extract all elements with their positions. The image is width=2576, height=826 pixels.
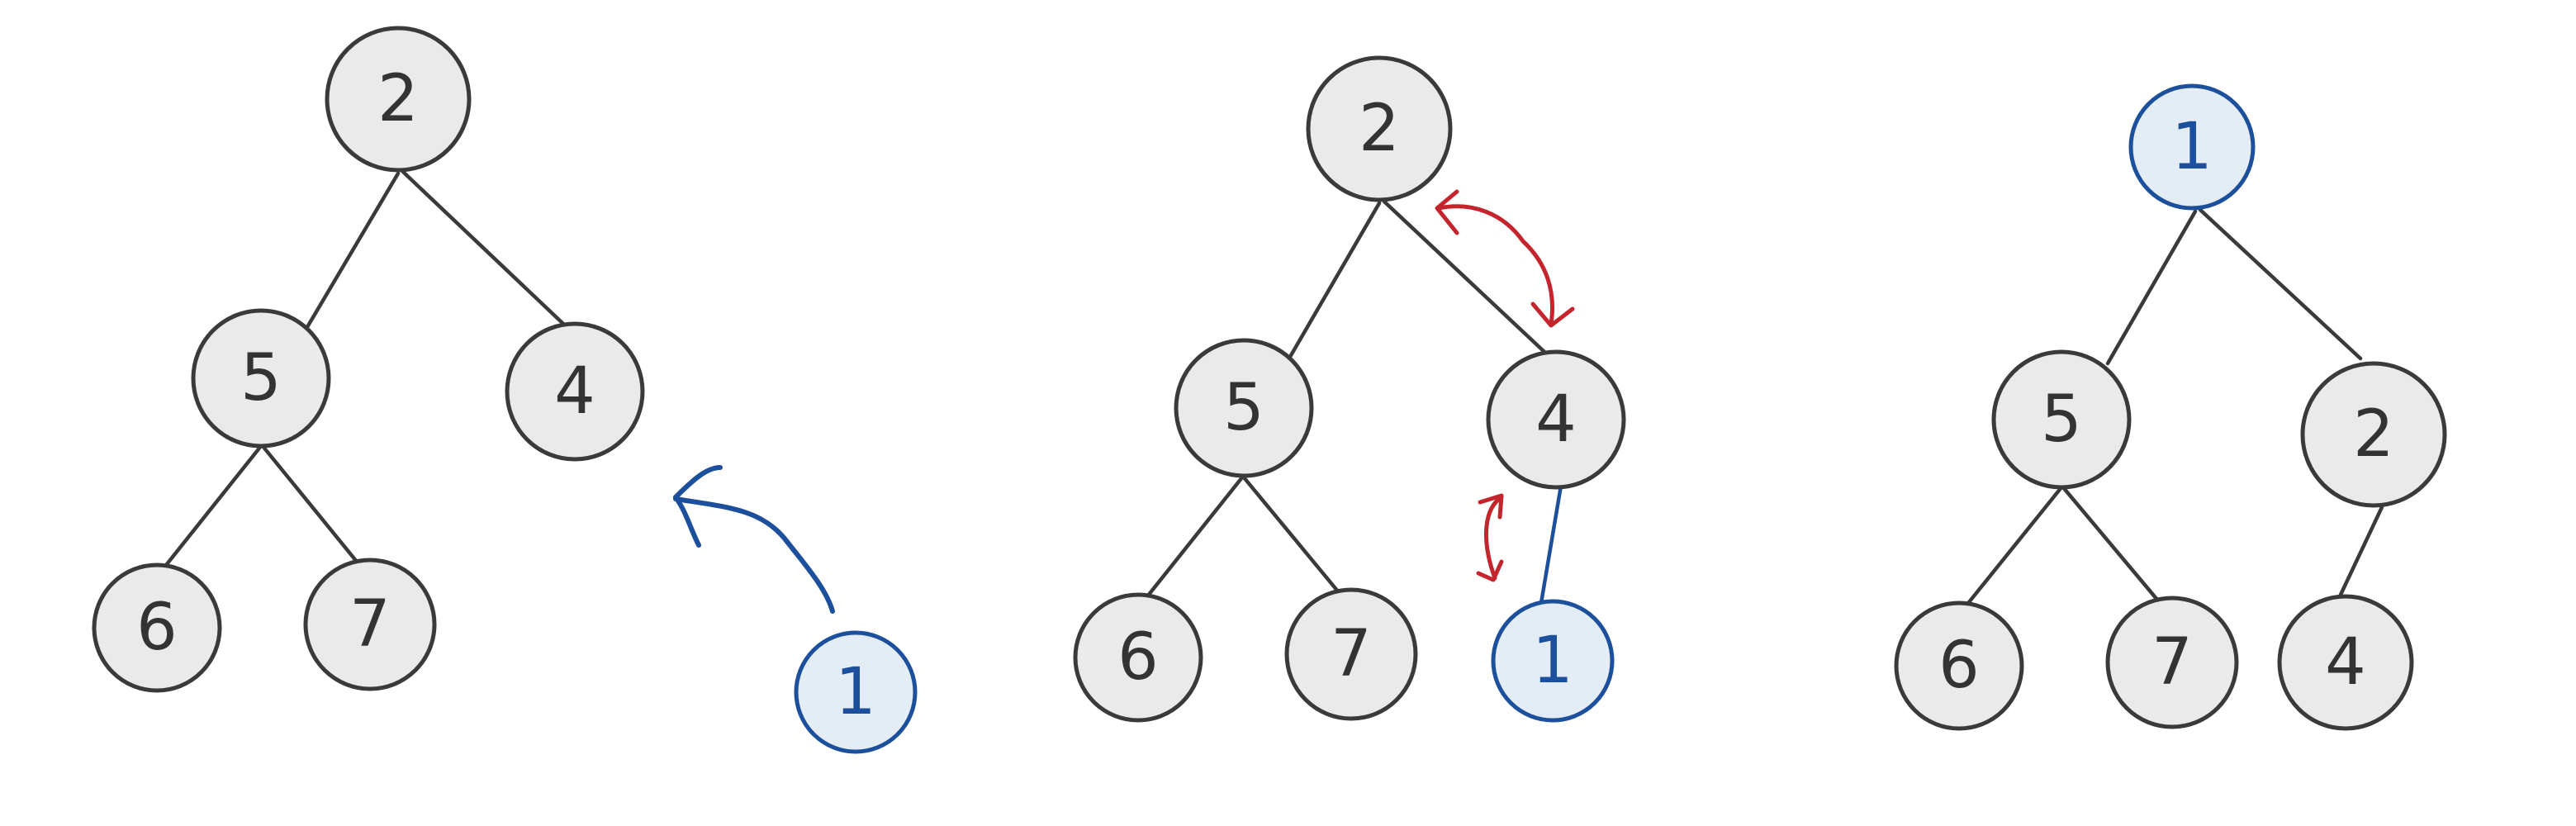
node-label: 6 — [136, 591, 178, 665]
tree-node: 6 — [92, 563, 222, 693]
tree-node: 6 — [1073, 592, 1203, 723]
tree-node: 6 — [1894, 601, 2024, 731]
incoming-node: 1 — [794, 630, 918, 754]
node-label: 5 — [240, 341, 282, 415]
swap-arrow-icon — [1476, 493, 1504, 582]
edge-5-7 — [260, 444, 359, 564]
node-label: 5 — [1223, 371, 1264, 445]
node-label: 4 — [2325, 625, 2366, 700]
tree-node: 7 — [1284, 587, 1418, 721]
tree-node: 4 — [1486, 349, 1626, 490]
node-label: 7 — [2151, 625, 2193, 700]
panel-after-insert: 2 5 4 6 7 1 — [1073, 55, 1626, 723]
edge-2-4 — [2338, 505, 2384, 597]
tree-node: 4 — [2277, 594, 2414, 731]
node-label: 4 — [554, 354, 595, 429]
node-label: 1 — [1532, 624, 1573, 698]
edge-5-6 — [161, 444, 263, 571]
edge-1-5 — [2105, 209, 2198, 366]
node-label: 1 — [2171, 110, 2213, 184]
insert-arrow-icon — [673, 465, 835, 614]
edge-5-7 — [1241, 475, 1340, 594]
edge-2-4 — [401, 169, 566, 326]
node-label: 6 — [1938, 629, 1980, 703]
tree-node: 2 — [325, 26, 472, 173]
node-label: 7 — [349, 587, 391, 662]
edge-5-6 — [1963, 485, 2064, 609]
node-label: 4 — [1535, 382, 1577, 457]
panel-result: 1 5 2 6 7 4 — [1894, 83, 2447, 731]
node-label: 2 — [2353, 397, 2394, 472]
tree-node: 5 — [1174, 338, 1314, 478]
root-node: 1 — [2128, 83, 2256, 211]
swap-arrow-icon — [1435, 189, 1575, 328]
tree-node: 4 — [505, 321, 645, 462]
node-label: 6 — [1117, 620, 1159, 695]
edge-2-5 — [1288, 201, 1382, 359]
edge-5-7 — [2061, 485, 2160, 602]
edge-2-5 — [305, 171, 401, 330]
node-label: 2 — [377, 62, 419, 136]
tree-node: 7 — [2105, 596, 2239, 729]
edge-1-2 — [2198, 207, 2363, 361]
node-label: 2 — [1359, 92, 1400, 166]
panel-before-insert: 2 5 4 6 7 1 — [92, 26, 918, 754]
tree-node: 5 — [191, 308, 331, 449]
node-label: 7 — [1331, 617, 1372, 691]
tree-node: 2 — [1306, 55, 1453, 202]
edge-4-1 — [1539, 483, 1563, 605]
node-label: 5 — [2041, 382, 2082, 457]
tree-node: 7 — [303, 558, 437, 691]
tree-node: 5 — [1991, 349, 2132, 490]
new-node: 1 — [1491, 599, 1615, 723]
tree-node: 2 — [2300, 361, 2447, 508]
edge-2-4 — [1382, 199, 1547, 354]
node-label: 1 — [835, 655, 876, 729]
edge-5-6 — [1142, 475, 1245, 602]
